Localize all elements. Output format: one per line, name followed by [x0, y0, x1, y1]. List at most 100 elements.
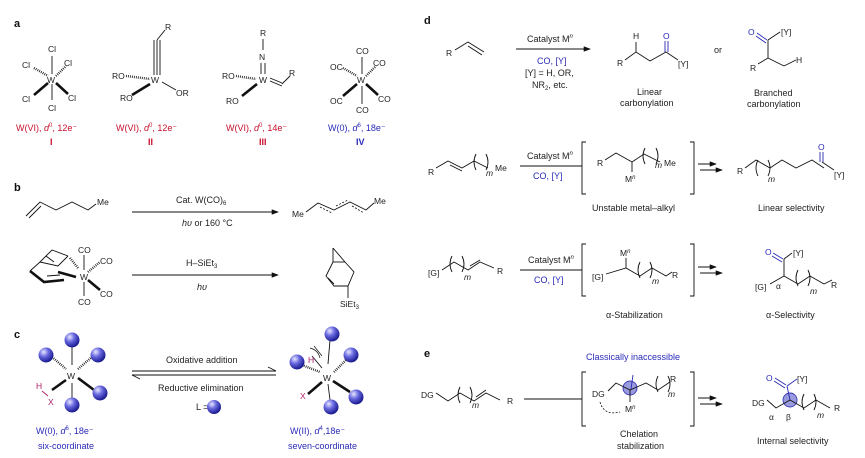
internal-product: O [Y] DG α β m R: [752, 373, 840, 422]
oxygen-atom: O: [765, 247, 772, 257]
oxygen-atom: O: [748, 27, 755, 37]
chelation-arc: [599, 401, 621, 414]
g-group: [G]: [592, 272, 603, 282]
methyl-label: Me: [374, 196, 386, 206]
r-group: R: [446, 48, 452, 58]
r-group: R: [428, 167, 434, 177]
silylnorbornene-product: SiEt3: [325, 247, 360, 311]
ligand-r: R: [289, 68, 295, 78]
oxygen-atom: O: [818, 142, 825, 152]
chelation-caption-line1: Chelation: [620, 429, 658, 439]
metal-label: Mn: [620, 248, 631, 258]
branched-caption-line2: carbonylation: [747, 99, 801, 109]
double-arrow: [698, 264, 723, 276]
ligand-sphere: [323, 399, 339, 415]
seven-coordinate-state: W(II), d4,18e⁻: [290, 426, 345, 436]
alpha-label: α: [769, 412, 774, 422]
repeat-index: m: [668, 389, 675, 399]
ligand-sphere: [90, 347, 106, 363]
ligand-cl: Cl: [68, 93, 76, 103]
metal-w: W: [47, 75, 55, 85]
hexene-structure: Me: [25, 197, 109, 219]
repeat-index: m: [472, 400, 479, 410]
ligand-co: CO: [78, 245, 91, 255]
y-definition-cont: NR2, etc.: [532, 80, 568, 92]
r-group: R: [831, 280, 837, 290]
ligand-cl: Cl: [64, 58, 72, 68]
repeat-index: m: [768, 174, 775, 184]
ligand-ro: RO: [112, 71, 125, 81]
panel-label-b: b: [14, 182, 21, 194]
metal-w: W: [259, 75, 267, 85]
equilibrium-arrows: [131, 366, 277, 380]
isomerization-catalyst: Cat. W(CO)6: [176, 195, 227, 207]
directing-group: DG: [752, 398, 765, 408]
chelation-caption-line2: stabilization: [617, 441, 664, 451]
ligand-sphere: [38, 347, 54, 363]
x-atom: X: [300, 391, 306, 401]
co-reagent-label: CO, [Y]: [533, 171, 563, 181]
directing-group: DG: [421, 390, 434, 400]
six-coordinate-caption: six-coordinate: [38, 441, 94, 451]
hydrogen-atom: H: [308, 355, 314, 365]
metal-w: W: [323, 373, 331, 383]
alpha-product: O [Y] [G] α m R: [755, 247, 837, 296]
alpha-stabilized-intermediate: Mn [G] m R: [592, 248, 678, 286]
r-group: R: [737, 166, 743, 176]
internal-selectivity-caption: Internal selectivity: [757, 436, 829, 446]
reductive-elimination-label: Reductive elimination: [158, 383, 244, 393]
ligand-sphere: [92, 385, 108, 401]
ligand-ro: RO: [120, 93, 133, 103]
panel-label-a: a: [14, 18, 21, 30]
ligand-sphere: [324, 326, 340, 342]
metal-alkyl-intermediate: R m Me Mn: [597, 147, 676, 184]
metal-label: Mn: [625, 174, 636, 184]
ligand-r: R: [260, 28, 266, 38]
bracket-left: [581, 243, 586, 297]
branched-aldehyde-product: O [Y] R H: [748, 27, 802, 73]
or-label: or: [714, 45, 722, 55]
hydrosilylation-conditions: hυ: [197, 282, 207, 292]
ligand-co: CO: [78, 297, 91, 307]
r-group: R: [750, 63, 756, 73]
y-group: [Y]: [793, 248, 803, 258]
methyl-label: Me: [292, 209, 304, 219]
unstable-metal-alkyl-caption: Unstable metal–alkyl: [592, 203, 675, 213]
ligand-cl: Cl: [48, 44, 56, 54]
directing-group-alkene: DG m R: [421, 386, 513, 410]
internal-alkene-reactant: R m Me: [428, 153, 507, 178]
hydrogen-atom: H: [796, 55, 802, 65]
metal-w: W: [151, 75, 159, 85]
catalyst-label: Catalyst Mn: [527, 151, 574, 161]
repeat-index: m: [486, 168, 493, 178]
y-group: [Y]: [834, 170, 844, 180]
silyl-group: SiEt3: [340, 299, 360, 311]
ligand-cl: Cl: [22, 60, 30, 70]
alpha-stabilization-caption: α-Stabilization: [606, 310, 663, 320]
co-reagent-label: CO, [Y]: [534, 275, 564, 285]
repeat-index: m: [810, 286, 817, 296]
ligand-ro: RO: [222, 71, 235, 81]
ligand-n: N: [259, 52, 265, 62]
r-group: R: [672, 270, 678, 280]
g-group: [G]: [755, 282, 766, 292]
bracket-left: [581, 141, 586, 195]
directing-group: DG: [592, 389, 605, 399]
seven-coordinate-caption: seven-coordinate: [288, 441, 357, 451]
complex-III-structure: R N RO RO R W: [222, 28, 295, 106]
ligand-or: OR: [176, 88, 189, 98]
repeat-index: m: [817, 410, 824, 420]
linear-product: R m O [Y]: [737, 142, 844, 184]
linear-caption-line1: Linear: [637, 87, 662, 97]
ligand-oc: OC: [330, 62, 343, 72]
ligand-legend-sphere: [207, 400, 221, 414]
bracket-right: [690, 243, 695, 297]
metal-label: Mn: [625, 404, 636, 414]
metal-w: W: [67, 371, 75, 381]
y-group: [Y]: [781, 27, 791, 37]
ligand-oc: OC: [330, 96, 343, 106]
alpha-label: α: [776, 281, 781, 291]
complex-I-state: W(VI), d0, 12e⁻: [16, 123, 77, 133]
linear-selectivity-caption: Linear selectivity: [758, 203, 825, 213]
